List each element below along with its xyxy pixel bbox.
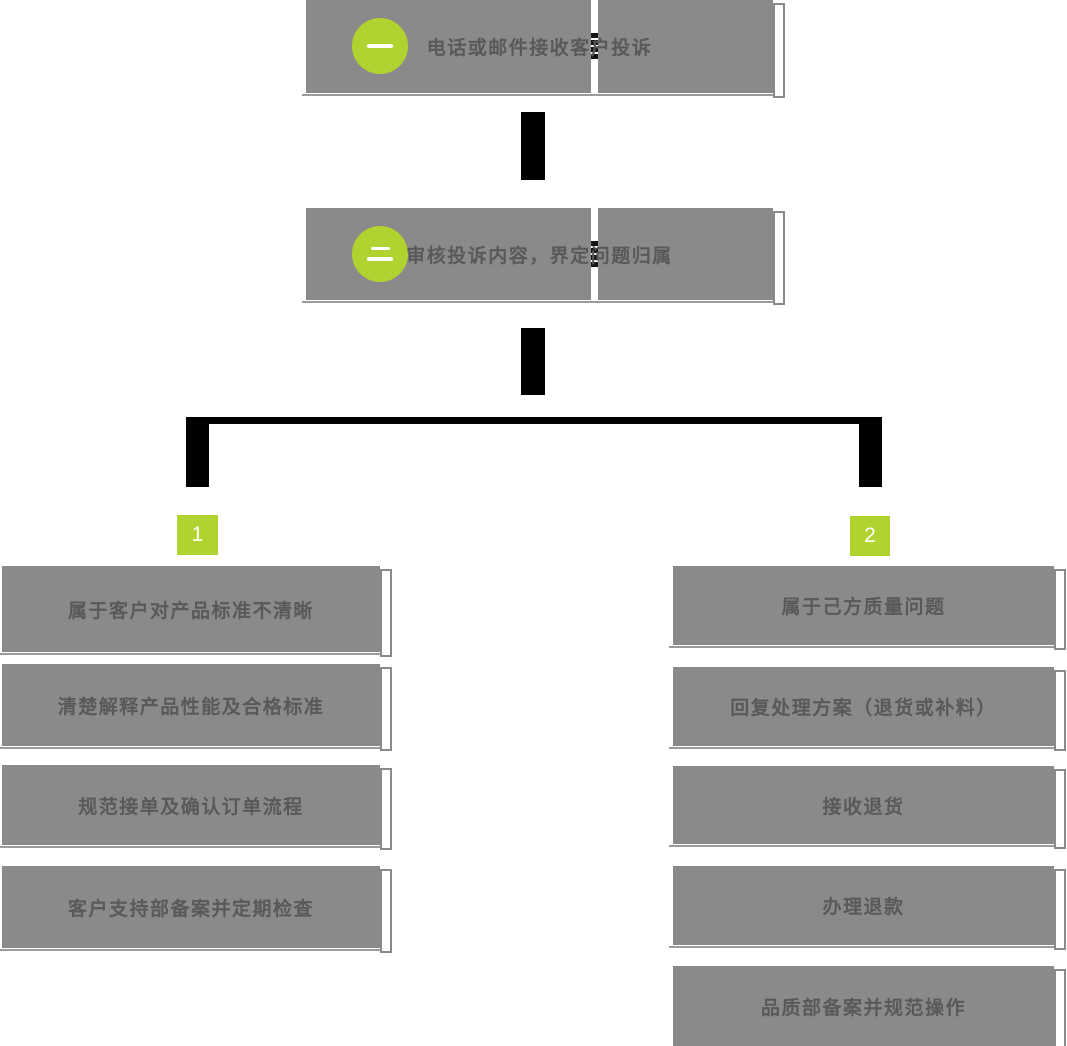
branch-number-1: 1 (177, 515, 218, 555)
process-box-right-1: 属于己方质量问题 (669, 566, 1066, 650)
process-box-left-3: 规范接单及确认订单流程 (0, 765, 392, 850)
step-label: 审核投诉内容，界定问题归属 (406, 245, 673, 267)
page-tab-decoration (1054, 869, 1066, 950)
one-bar (367, 44, 393, 48)
process-label: 接收退货 (822, 796, 905, 818)
process-label: 办理退款 (822, 897, 905, 918)
page-tab-decoration (1054, 969, 1066, 1046)
page-tab-decoration (380, 569, 392, 657)
two-bar-top (370, 247, 390, 250)
page-tab-decoration (1054, 769, 1066, 849)
branch-connector-horizontal (186, 417, 882, 424)
step-two-icon (352, 226, 408, 282)
page-tab-decoration (773, 211, 785, 305)
process-label: 规范接单及确认订单流程 (78, 796, 304, 818)
page-tab-decoration (773, 3, 785, 98)
process-box-left-2: 清楚解释产品性能及合格标准 (0, 664, 392, 751)
stripe-decoration (591, 208, 598, 300)
process-box-right-4: 办理退款 (669, 866, 1066, 950)
step-box-2: 审核投诉内容，界定问题归属 (302, 208, 785, 305)
process-label: 属于客户对产品标准不清晰 (67, 600, 314, 622)
process-label: 品质部备案并规范操作 (760, 997, 966, 1019)
page-tab-decoration (1054, 670, 1066, 751)
stripe-mark (591, 241, 598, 268)
process-box-right-3: 接收退货 (669, 766, 1066, 849)
stripe-decoration (591, 0, 598, 93)
step-one-icon (352, 18, 408, 74)
page-tab-decoration (380, 667, 392, 751)
process-box-left-4: 客户支持部备案并定期检查 (0, 866, 392, 953)
branch-connector-right-end (859, 417, 882, 487)
two-bar-bottom (367, 257, 393, 261)
branch-number-2: 2 (850, 516, 890, 556)
process-label: 属于己方质量问题 (781, 597, 946, 618)
step-box-1: 电话或邮件接收客户投诉 (302, 0, 785, 98)
process-box-left-1: 属于客户对产品标准不清晰 (0, 566, 392, 657)
down-connector-1 (521, 112, 545, 180)
stripe-mark (591, 33, 598, 60)
process-label: 清楚解释产品性能及合格标准 (57, 696, 325, 718)
page-tab-decoration (380, 768, 392, 850)
page-tab-decoration (1054, 569, 1066, 650)
page-tab-decoration (380, 869, 392, 953)
process-box-right-2: 回复处理方案（退货或补料） (669, 667, 1066, 751)
down-connector-2 (521, 328, 545, 395)
process-label: 回复处理方案（退货或补料） (730, 698, 997, 719)
process-label: 客户支持部备案并定期检查 (67, 898, 314, 920)
step-label: 电话或邮件接收客户投诉 (426, 38, 653, 59)
branch-connector-left-end (186, 417, 209, 487)
process-box-right-5: 品质部备案并规范操作 (673, 966, 1066, 1046)
